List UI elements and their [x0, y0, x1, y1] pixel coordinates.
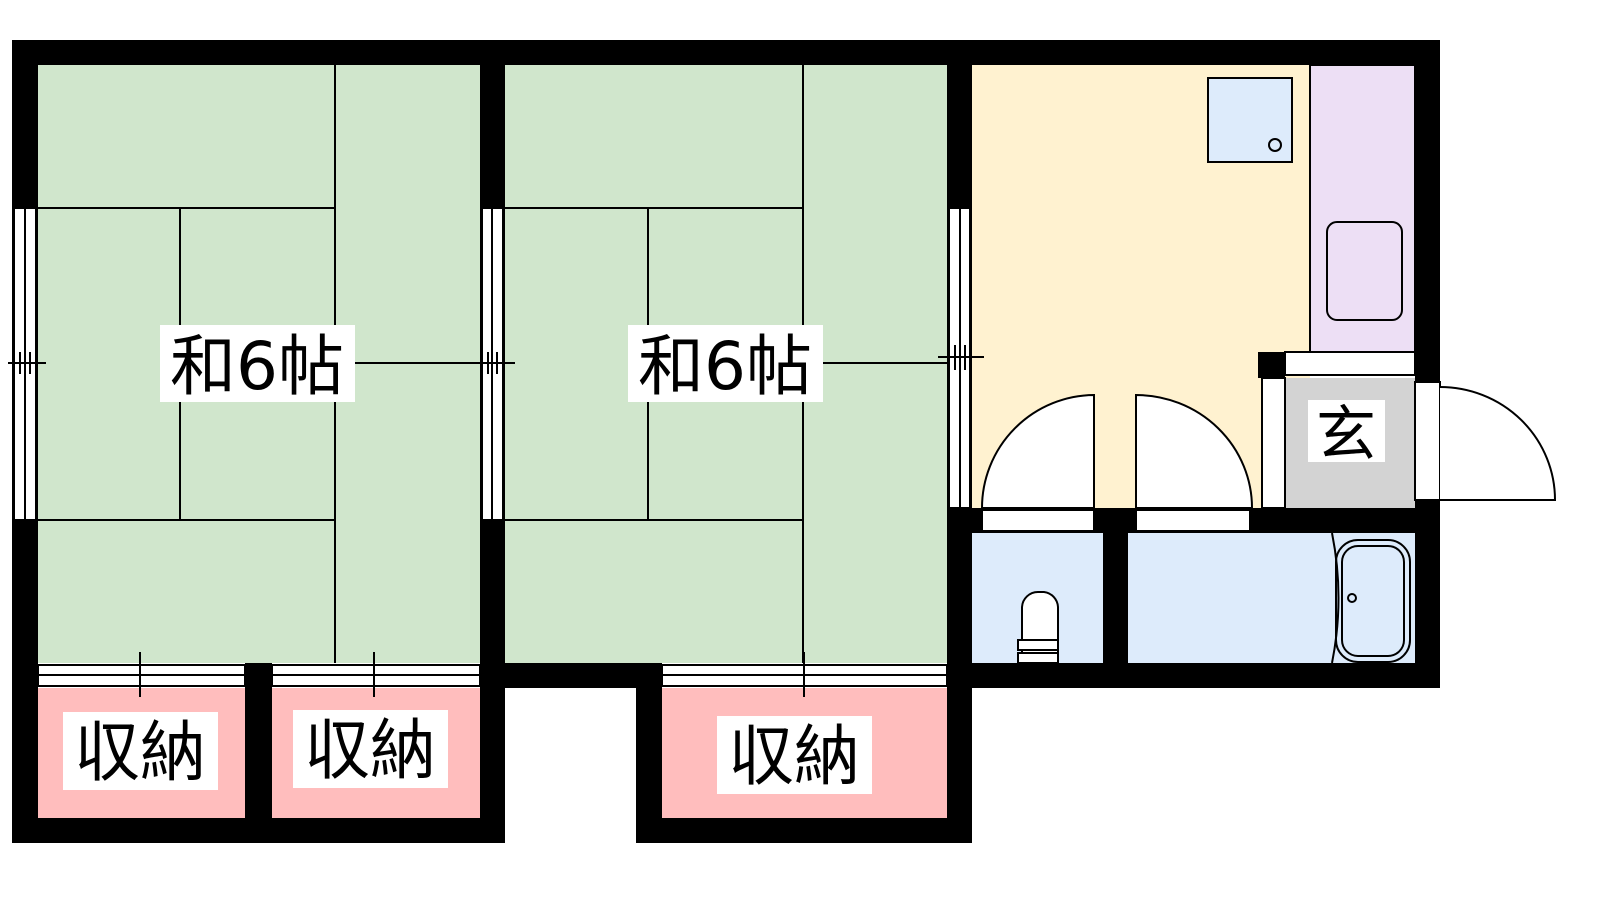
storage3-label: 収納	[728, 718, 860, 795]
storage1-label: 収納	[74, 714, 206, 791]
room2-label-bg	[628, 325, 823, 402]
door-marks	[8, 345, 984, 697]
toilet-door[interactable]	[980, 393, 1095, 509]
room2-label: 和6帖	[638, 328, 812, 405]
toilet-icon	[1017, 590, 1059, 664]
front-door[interactable]	[1439, 386, 1557, 501]
entrance-label: 玄	[1316, 400, 1376, 470]
room1-label: 和6帖	[170, 328, 344, 405]
storage2-label: 収納	[304, 712, 436, 789]
bath-floor	[1128, 533, 1415, 663]
stove-icon	[1326, 221, 1403, 321]
bathtub-icon	[1331, 532, 1411, 664]
kitchen-counter	[1309, 64, 1416, 353]
bath-door[interactable]	[1135, 393, 1254, 509]
room1-label-bg	[160, 325, 355, 402]
sink-icon	[1207, 77, 1293, 163]
storage1-label-bg	[63, 712, 218, 790]
entrance-label-bg	[1308, 400, 1385, 462]
storage2-label-bg	[293, 710, 448, 788]
storage3-label-bg	[717, 716, 872, 794]
